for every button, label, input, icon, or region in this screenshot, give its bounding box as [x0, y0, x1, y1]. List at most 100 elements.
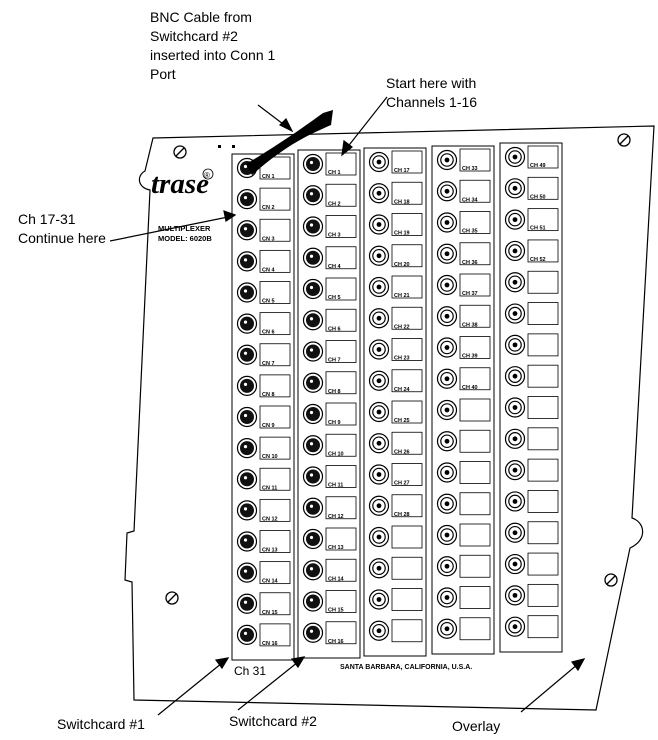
bnc-connector-pin [243, 320, 248, 324]
bnc-connector-ring [508, 306, 522, 321]
channel-label: CH 51 [530, 226, 546, 232]
bnc-connector-ring [440, 496, 454, 511]
bnc-connector-pin [309, 254, 314, 258]
port-label-box [391, 338, 423, 361]
bnc-connector-pin [376, 347, 382, 352]
bnc-connector-face [306, 250, 320, 265]
bnc-connector-pin [309, 192, 314, 196]
bnc-port [504, 364, 559, 388]
bnc-port: CN 6 [236, 312, 291, 336]
bnc-connector-face [306, 469, 320, 484]
bnc-connector-pin [243, 476, 248, 480]
bnc-connector-ring [508, 181, 522, 196]
model-label-1: MULTIPLEXER [158, 224, 211, 233]
channel-label: CH 19 [394, 231, 410, 237]
bnc-connector-face [306, 438, 320, 453]
port-label-box [391, 244, 423, 268]
channel-label: CH 2 [328, 201, 341, 207]
bnc-connector-ring [508, 432, 522, 446]
channel-label: CH 3 [328, 233, 341, 239]
port-label-box [459, 367, 491, 391]
bnc-connector-pin [512, 530, 518, 536]
bnc-connector-pin [376, 222, 382, 227]
port-label-box [459, 179, 491, 203]
channel-label: CN 3 [262, 236, 275, 242]
bnc-connector-face [240, 534, 254, 549]
bnc-connector-pin [512, 342, 518, 348]
bnc-connector-face [240, 285, 254, 300]
bnc-port: CH 1 [302, 152, 357, 176]
arrow-ch17 [109, 210, 237, 242]
bnc-port: CH 16 [302, 621, 357, 645]
bnc-connector-face [306, 532, 320, 546]
bnc-connector-pin [309, 223, 314, 227]
callout-line: BNC Cable from [150, 9, 252, 25]
bnc-connector-pin [309, 473, 314, 477]
bnc-port [368, 556, 423, 580]
port-label-box [527, 302, 559, 325]
bnc-port: CH 10 [302, 433, 357, 457]
bnc-connector-pin [309, 567, 314, 571]
callout-line: Ch 17-31 [18, 211, 76, 227]
bnc-connector-face [240, 254, 254, 269]
channel-label: CH 21 [394, 293, 410, 299]
port-label-box [459, 523, 491, 547]
bnc-connector-pin [512, 217, 518, 223]
bnc-connector-pin [444, 376, 450, 382]
bnc-connector-ring [508, 244, 522, 258]
channel-label: CH 20 [394, 262, 410, 268]
bnc-connector-pin [243, 227, 248, 231]
bnc-port [504, 615, 559, 639]
bnc-connector-pin [309, 629, 314, 633]
port-label-box [325, 621, 357, 645]
port-label-box [325, 433, 357, 457]
bnc-connector-ring [508, 525, 522, 540]
bnc-port: CN 16 [236, 623, 291, 647]
bnc-port: CN 10 [236, 436, 291, 460]
port-label-box [391, 400, 423, 424]
panel-outline [124, 125, 655, 711]
bnc-connector-pin [243, 289, 248, 293]
port-label-box [391, 431, 423, 455]
bnc-port: CH 8 [302, 371, 357, 395]
callout-ch31: Ch 31 [234, 662, 266, 681]
port-label-box [259, 281, 291, 304]
bnc-connector-pin [309, 410, 314, 415]
bnc-connector-ring [372, 436, 386, 451]
bnc-port: CN 12 [236, 498, 291, 522]
bnc-connector-ring [372, 280, 386, 294]
bnc-port [368, 619, 423, 643]
bnc-connector-pin [309, 348, 314, 352]
bnc-connector-ring [440, 528, 454, 542]
bnc-connector-pin [309, 285, 314, 290]
bnc-connector-ring [372, 405, 386, 419]
port-label-box [325, 308, 357, 332]
port-label-box [259, 623, 291, 647]
bnc-connector-ring [508, 619, 522, 634]
screw-icon [617, 133, 631, 147]
channel-label: CN 15 [262, 610, 278, 616]
bnc-connector-face [306, 375, 320, 390]
port-label-box [325, 215, 357, 238]
channel-label: CH 38 [462, 322, 478, 328]
bnc-port: CN 5 [236, 281, 291, 305]
bnc-port [436, 461, 491, 484]
port-label-box [259, 467, 291, 491]
bnc-connector-face [240, 316, 254, 331]
bnc-connector-pin [376, 565, 382, 571]
port-label-box [459, 242, 491, 266]
port-label-box [527, 615, 559, 639]
bnc-connector-ring [372, 311, 386, 326]
arrow-bnc-cable [257, 104, 294, 133]
panel-mark [218, 145, 221, 148]
callout-overlay: Overlay [452, 717, 500, 736]
bnc-connector-face [240, 565, 254, 580]
connector-column: CH 1CH 2CH 3CH 4CH 5CH 6CH 7CH 8CH 9CH 1… [297, 149, 361, 659]
bnc-port: CH 15 [302, 590, 357, 614]
channel-label: CN 1 [262, 174, 275, 180]
channel-label: CH 7 [328, 358, 341, 364]
port-label-box [527, 239, 559, 263]
bnc-connector-ring [508, 369, 522, 383]
bnc-connector-pin [376, 503, 382, 509]
